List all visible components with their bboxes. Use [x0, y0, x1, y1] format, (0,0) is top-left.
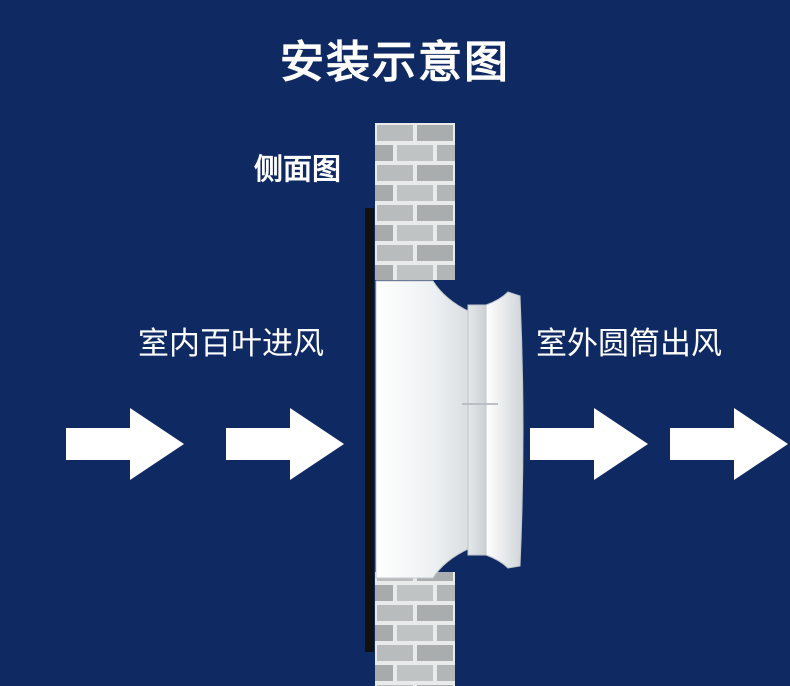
outlet-arrow-1 [530, 408, 648, 480]
louver-panel [365, 208, 374, 652]
fan-outlet-rim [485, 291, 524, 569]
page-title: 安装示意图 [280, 37, 510, 88]
outlet-arrow-2 [670, 408, 788, 480]
intake-label: 室内百叶进风 [138, 326, 324, 362]
side-view-label: 侧面图 [254, 152, 342, 186]
outlet-label: 室外圆筒出风 [536, 326, 722, 362]
brick-wall-upper [375, 123, 455, 280]
brick-wall-lower [375, 572, 455, 686]
intake-arrow-1 [66, 408, 184, 480]
fan-body [375, 280, 471, 579]
intake-arrow-2 [226, 408, 344, 480]
fan-cylinder-ring [467, 304, 489, 556]
